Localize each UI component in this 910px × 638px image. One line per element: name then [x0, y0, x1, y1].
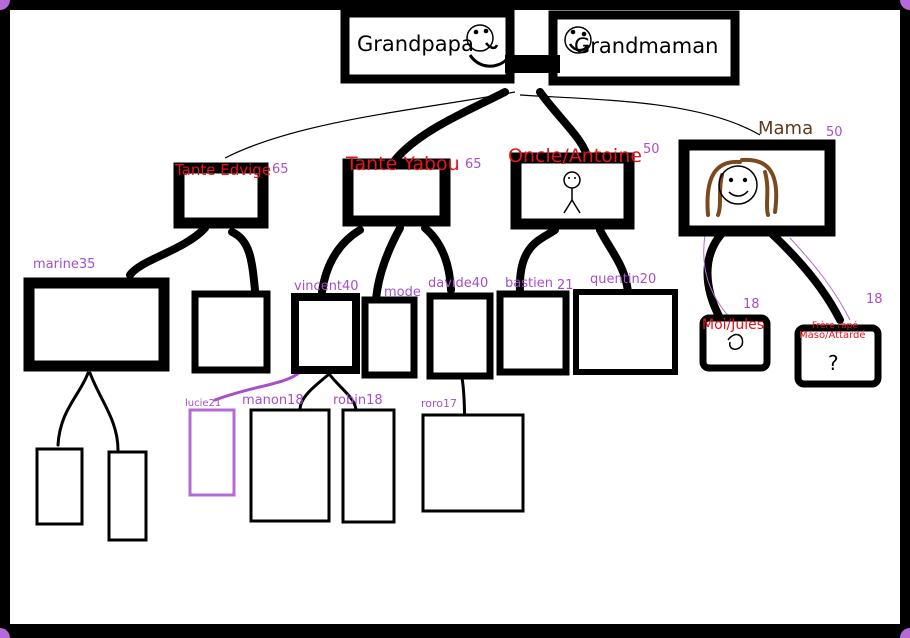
grandpapa-label: Grandpapa — [357, 32, 474, 56]
grandpapa-smile — [485, 42, 499, 50]
antoine-eye-left — [568, 177, 570, 179]
quentin-box[interactable] — [573, 289, 678, 375]
marine-child2-box[interactable] — [107, 450, 148, 542]
purple-scribble-mama-jules — [703, 234, 731, 319]
connector-antoine-to-bastien — [515, 226, 559, 296]
grandpapa-chin-line — [468, 54, 508, 68]
connector-vincent-to-robin — [328, 373, 358, 412]
connector-mama-to-jules — [703, 226, 729, 322]
connector-vincent-to-manon — [298, 373, 330, 412]
connector-grandparents-to-yabou — [391, 88, 509, 164]
marine-label: marine35 — [33, 257, 95, 272]
mama-eye-right — [742, 177, 748, 183]
sibling-label-line2: Maso/Attardé — [799, 329, 866, 341]
moi-jules-box[interactable] — [699, 314, 771, 372]
tante-edvige-age: 65 — [272, 162, 289, 177]
mama-label: Mama — [758, 118, 813, 139]
connector-marine-to-child1 — [56, 371, 90, 447]
oncle-antoine-age: 50 — [643, 142, 660, 157]
mama-smile — [728, 190, 749, 197]
grandmaman-label: Grandmaman — [574, 34, 718, 58]
tante-yabou-box[interactable] — [342, 158, 451, 227]
mama-age: 50 — [826, 125, 843, 140]
manon-label: manon18 — [242, 393, 304, 408]
mama-face — [718, 165, 758, 205]
connector-yabou-to-mode — [372, 224, 404, 304]
drawing-canvas[interactable]: Grandpapa Grandmaman Tante Edvige 65 Tan… — [10, 8, 900, 624]
marine-child1-box[interactable] — [35, 447, 84, 526]
grandpapa-eye-right — [483, 28, 489, 34]
connector-antoine-to-quentin — [596, 226, 632, 296]
connector-edvige-to-marine — [126, 224, 209, 279]
resize-handle-top-left[interactable] — [0, 0, 10, 10]
connector-yabou-to-davide — [421, 224, 455, 294]
family-tree-diagram: Grandpapa Grandmaman Tante Edvige 65 Tan… — [23, 8, 883, 542]
sibling-label-line1: Frère rapé — [812, 320, 858, 331]
tante-edvige-label: Tante Edvige — [174, 161, 271, 179]
lucie-box[interactable] — [188, 408, 236, 497]
connector-marine-to-child2 — [88, 371, 120, 452]
connector-mama-to-sibling — [766, 228, 844, 324]
grandmaman-eye-right — [581, 31, 587, 37]
oncle-antoine-label: Oncle/Antoine — [508, 145, 642, 167]
vincent-label: vincent40 — [294, 279, 359, 294]
lucie-label: lucie21 — [185, 398, 221, 409]
resize-handle-bottom-left[interactable] — [0, 628, 10, 638]
sibling-age: 18 — [866, 292, 883, 307]
vincent-box[interactable] — [291, 293, 360, 374]
mama-eye-left — [728, 177, 734, 183]
robin-label: robin18 — [333, 393, 383, 408]
resize-handle-bottom-right[interactable] — [900, 628, 910, 638]
quentin-label: quentin20 — [590, 272, 656, 287]
connector-thin-to-mama — [519, 94, 761, 136]
connector-edvige-to-child2 — [228, 228, 259, 294]
robin-box[interactable] — [341, 408, 396, 524]
purple-scribble-mama-sibling — [789, 237, 851, 321]
bastien-age: 21 — [557, 278, 574, 293]
grandmaman-smile — [568, 43, 590, 52]
manon-box[interactable] — [249, 408, 331, 523]
bastien-label: bastien — [505, 276, 553, 291]
tante-edvige-box[interactable] — [173, 162, 269, 229]
mama-portrait-icon — [705, 157, 779, 217]
roro-label: roro17 — [421, 397, 457, 410]
davide-box[interactable] — [426, 292, 494, 380]
mode-box[interactable] — [361, 296, 418, 379]
sibling-box[interactable] — [794, 324, 882, 388]
mode-label: mode — [384, 285, 421, 300]
resize-handle-top-right[interactable] — [900, 0, 910, 10]
connector-yabou-to-vincent — [318, 226, 364, 296]
bastien-box[interactable] — [496, 290, 570, 376]
moi-jules-label: Moi/Jules — [702, 317, 764, 333]
jules-swirl-icon — [727, 333, 744, 350]
antoine-stick-figure-icon — [563, 171, 581, 214]
sibling-question-mark: ? — [828, 351, 839, 375]
connector-vincent-to-lucie — [213, 370, 302, 402]
antoine-eye-right — [574, 177, 576, 179]
connector-thin-to-edvige — [224, 91, 516, 159]
tante-yabou-label: Tante Yabou — [345, 153, 460, 175]
edvige-child2-box[interactable] — [191, 290, 271, 374]
roro-box[interactable] — [421, 413, 525, 513]
marine-box[interactable] — [23, 277, 170, 372]
grandpapa-eye-left — [473, 29, 479, 35]
tante-yabou-age: 65 — [465, 157, 482, 172]
couple-link-bar — [505, 55, 560, 73]
moi-jules-age: 18 — [743, 297, 760, 312]
davide-label: davide40 — [428, 276, 488, 291]
grandmaman-eye-left — [570, 29, 576, 35]
